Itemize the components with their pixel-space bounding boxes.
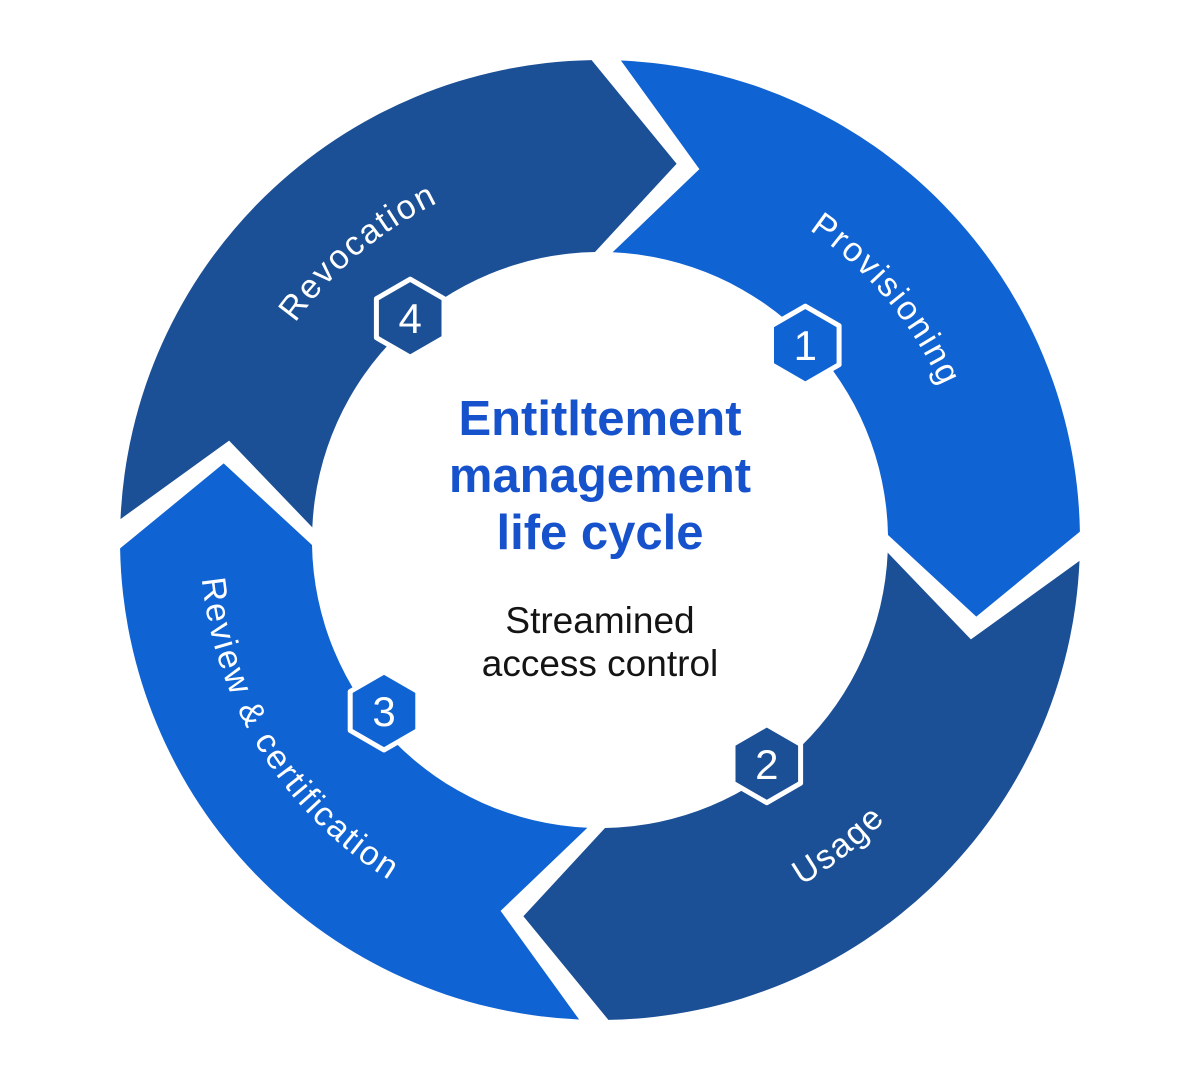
- diagram-title-line-2: management: [449, 449, 751, 503]
- step-3-hexagon-badge: [347, 669, 421, 753]
- diagram-subtitle-line-2: access control: [482, 643, 719, 684]
- diagram-title-line-1: Entitltement: [458, 392, 741, 446]
- step-2-hexagon-badge: [730, 722, 804, 806]
- step-1-hexagon-badge: [769, 303, 842, 387]
- step-2-number: 2: [755, 741, 778, 788]
- segment-provisioning: [612, 60, 1080, 617]
- diagram-subtitle-line-1: Streamined: [505, 600, 694, 641]
- step-4-number: 4: [399, 295, 422, 342]
- segment-review-certification: [120, 463, 588, 1020]
- diagram-title-line-3: life cycle: [496, 506, 703, 560]
- step-1-number: 1: [794, 322, 817, 369]
- segment-usage: [523, 552, 1080, 1020]
- step-3-number: 3: [372, 688, 395, 735]
- step-4-hexagon-badge: [373, 276, 447, 360]
